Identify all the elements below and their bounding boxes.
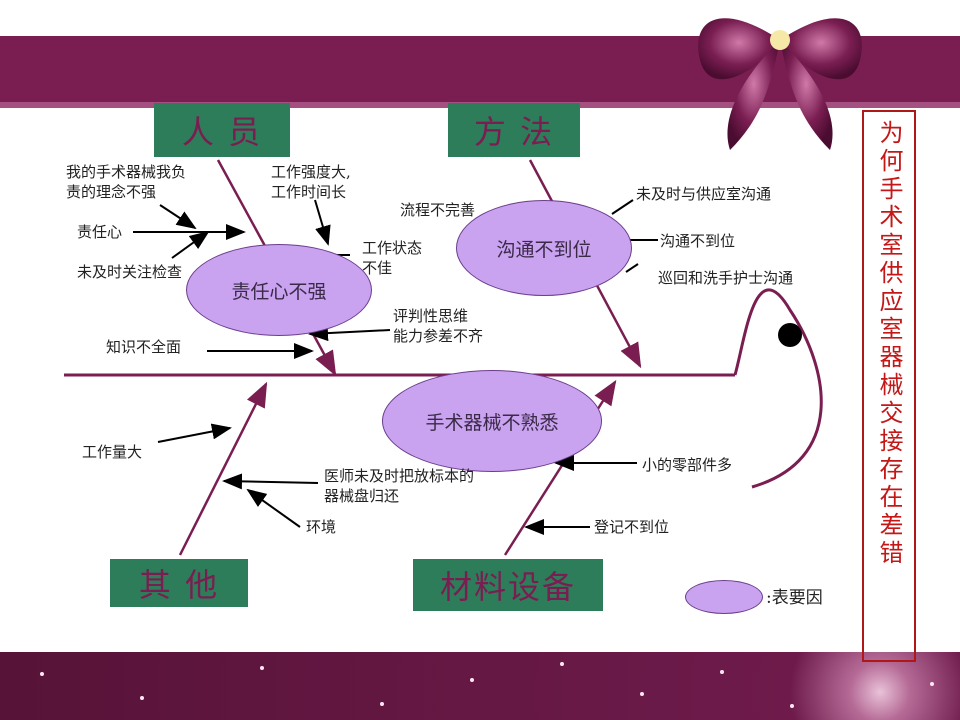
label-process: 流程不完善: [400, 201, 476, 219]
arrow-doctor: [222, 473, 319, 490]
label-intensity: 工作强度大, 工作时间长: [271, 163, 351, 201]
label-environment: 环境: [306, 518, 337, 536]
arrow-supply: [611, 199, 634, 215]
label-critical-thinking: 评判性思维 能力参差不齐: [393, 307, 484, 345]
arrow-nurse: [625, 263, 639, 273]
arrow-concept: [159, 204, 197, 230]
arrow-intensity: [314, 199, 331, 246]
arrow-critical: [308, 325, 391, 342]
label-work-state: 工作状态 不佳: [362, 239, 423, 277]
effect-box: 为何手术室供应室器械交接存在差错: [862, 110, 916, 662]
legend-label: :表要因: [766, 588, 823, 608]
ribbon-bow-decoration: [698, 18, 862, 150]
category-other: 其 他: [110, 559, 248, 607]
label-concept: 我的手术器械我负 责的理念不强: [66, 163, 187, 201]
label-responsibility-heart: 责任心: [77, 223, 123, 241]
cause-responsibility: 责任心不强: [186, 244, 372, 336]
cause-communication: 沟通不到位: [456, 200, 632, 296]
category-people: 人 员: [154, 103, 290, 157]
label-attention: 未及时关注检查: [77, 263, 183, 281]
fishbone-head: [733, 288, 823, 489]
category-materials: 材料设备: [413, 559, 603, 611]
label-doctor: 医师未及时把放标本的 器械盘归还: [324, 467, 475, 505]
legend-swatch: [685, 580, 763, 614]
cause-label: 责任心不强: [231, 280, 327, 303]
label-nurse-comm: 巡回和洗手护士沟通: [658, 269, 794, 287]
label-workload: 工作量大: [82, 443, 143, 461]
effect-text: 为何手术室供应室器械交接存在差错: [875, 120, 903, 568]
category-method: 方 法: [448, 103, 580, 157]
arrow-attention: [171, 230, 210, 259]
cause-unfamiliar: 手术器械不熟悉: [382, 370, 602, 472]
label-supply-comm: 未及时与供应室沟通: [636, 185, 772, 203]
arrow-workload: [157, 423, 232, 443]
arrow-environment: [246, 488, 301, 528]
cause-label: 沟通不到位: [496, 238, 592, 261]
bone-other: [178, 381, 268, 556]
bottom-banner: [0, 652, 960, 720]
cause-label: 手术器械不熟悉: [425, 411, 559, 434]
fish-eye: [778, 323, 802, 347]
label-knowledge: 知识不全面: [106, 338, 182, 356]
label-small-parts: 小的零部件多: [642, 456, 733, 474]
label-comm-gap: 沟通不到位: [660, 232, 736, 250]
label-registration: 登记不到位: [594, 518, 670, 536]
